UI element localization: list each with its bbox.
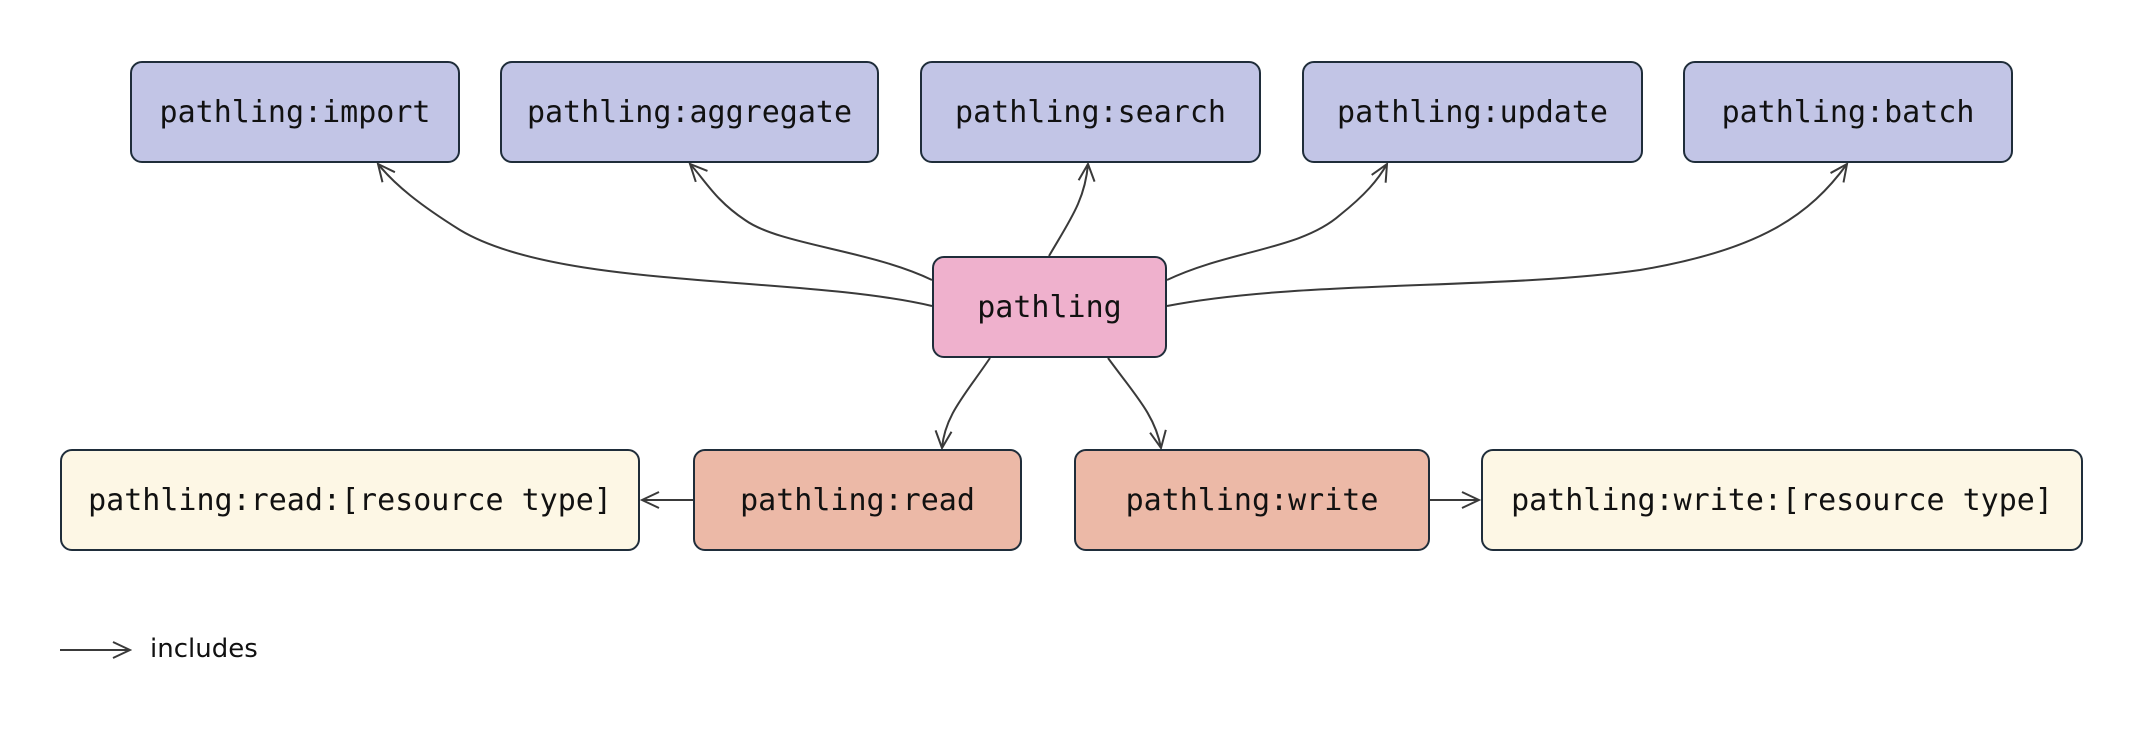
edge-root-to-search — [1048, 164, 1088, 257]
legend-label: includes — [150, 634, 258, 664]
node-pathling-read-resource-type: pathling:read:[resource type] — [60, 449, 640, 551]
node-pathling-batch: pathling:batch — [1683, 61, 2013, 163]
edge-root-to-read — [942, 357, 991, 448]
node-pathling-update: pathling:update — [1302, 61, 1643, 163]
edge-root-to-import — [378, 164, 933, 307]
node-label: pathling:write:[resource type] — [1511, 482, 2053, 518]
node-label: pathling:update — [1337, 94, 1608, 130]
node-pathling-aggregate: pathling:aggregate — [500, 61, 879, 163]
node-pathling-search: pathling:search — [920, 61, 1261, 163]
node-label: pathling:read:[resource type] — [88, 482, 612, 518]
node-pathling-write-resource-type: pathling:write:[resource type] — [1481, 449, 2083, 551]
node-label: pathling:search — [955, 94, 1226, 130]
node-label: pathling:write — [1125, 482, 1379, 518]
node-pathling-root: pathling — [932, 256, 1167, 358]
edge-root-to-update — [1166, 164, 1387, 281]
node-label: pathling:aggregate — [526, 94, 853, 130]
edge-root-to-batch — [1166, 164, 1847, 307]
node-label: pathling:batch — [1721, 94, 1975, 130]
node-pathling-read: pathling:read — [693, 449, 1022, 551]
node-pathling-write: pathling:write — [1074, 449, 1430, 551]
node-label: pathling:read — [740, 482, 975, 518]
node-pathling-import: pathling:import — [130, 61, 460, 163]
edge-root-to-write — [1107, 357, 1161, 448]
node-label: pathling — [977, 289, 1122, 325]
edge-root-to-aggregate — [690, 164, 933, 281]
node-label: pathling:import — [159, 94, 431, 130]
